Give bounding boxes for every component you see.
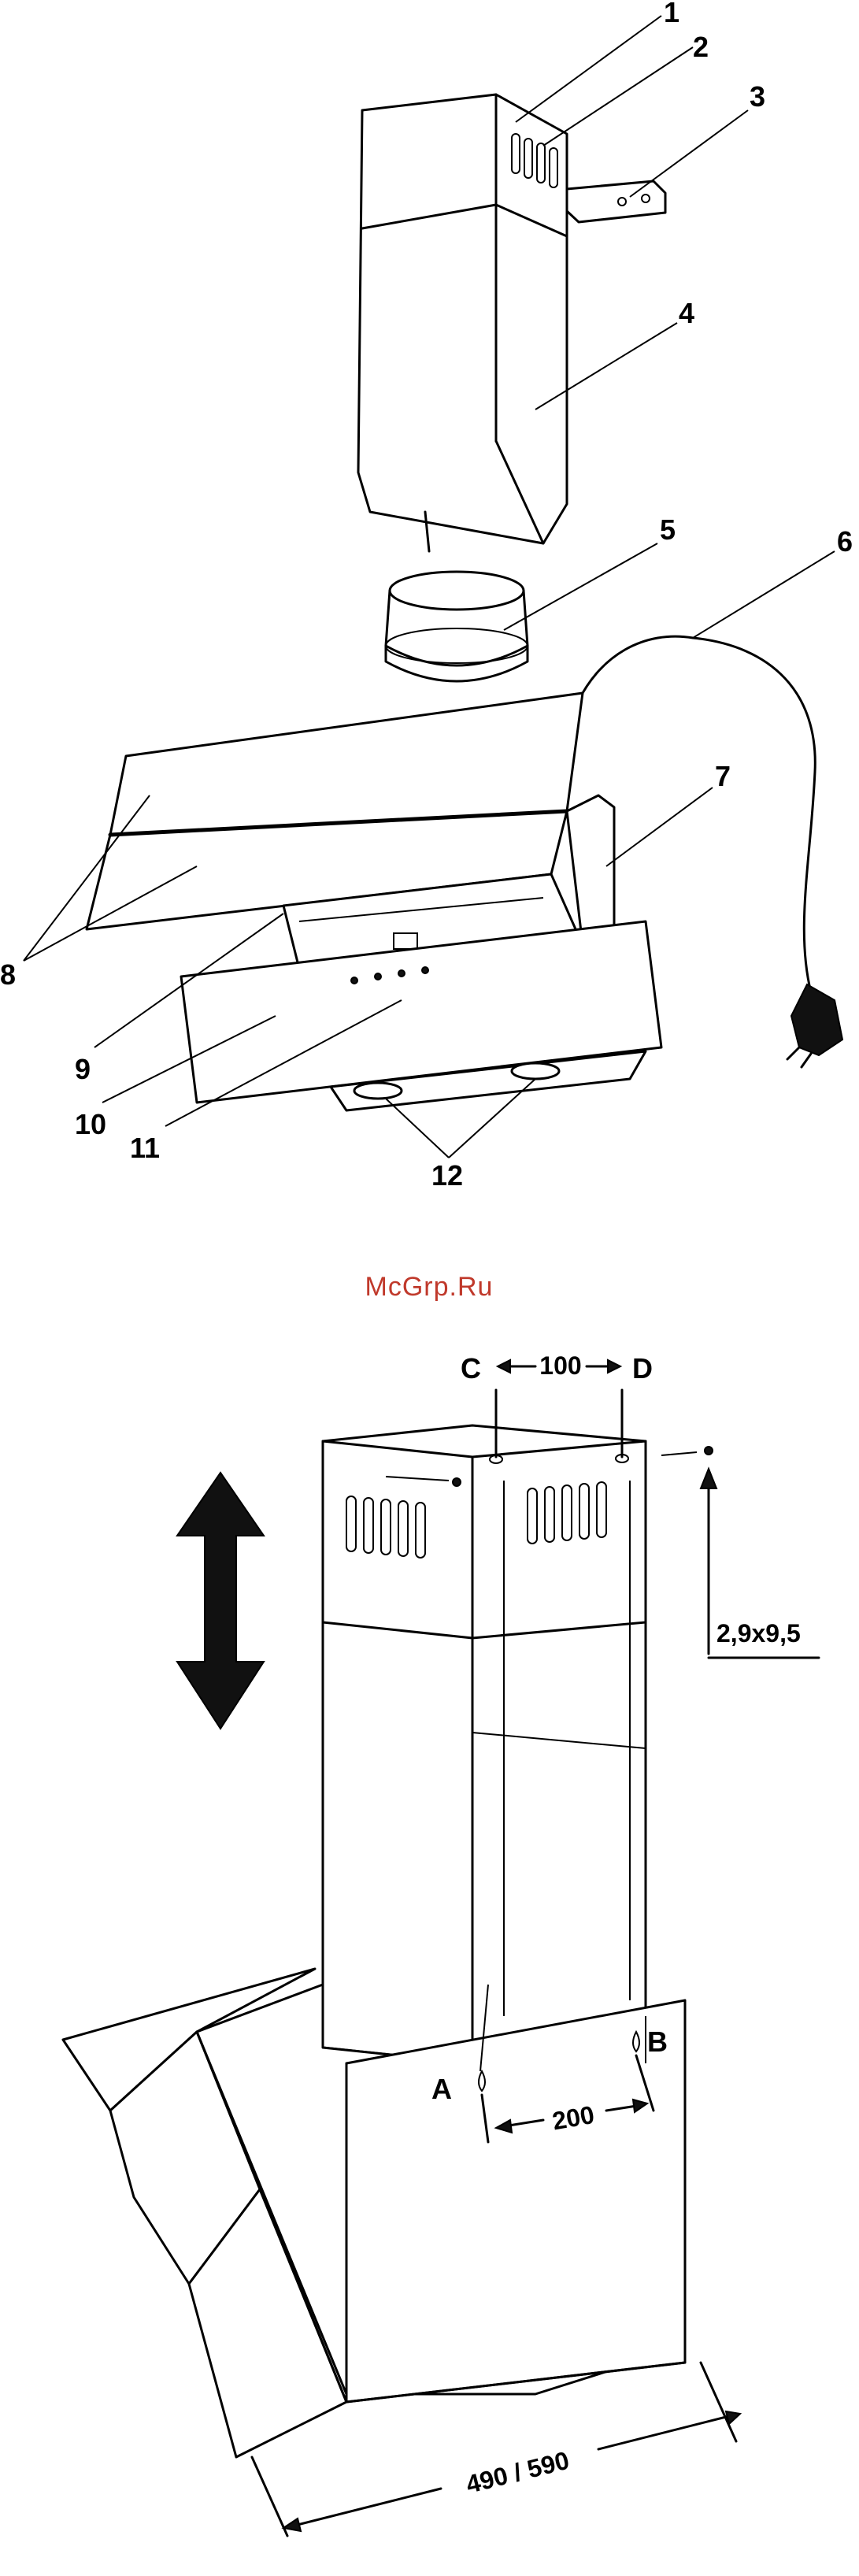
control-panel — [181, 921, 661, 1110]
point-c-label: C — [461, 1352, 481, 1384]
point-a-label: A — [431, 2073, 452, 2105]
screw-callout: 2,9x9,5 — [701, 1469, 819, 1658]
watermark-text: McGrp.Ru — [365, 1272, 494, 1302]
part-label-1: 1 — [664, 0, 679, 28]
point-b-label: B — [647, 2026, 668, 2058]
part-label-10: 10 — [75, 1108, 106, 1140]
part-label-4: 4 — [679, 297, 694, 329]
part-label-12: 12 — [431, 1159, 463, 1192]
screw-size-label: 2,9x9,5 — [716, 1619, 801, 1648]
adjust-height-arrow-icon — [177, 1473, 264, 1729]
exploded-view: 1 2 3 4 5 6 7 8 9 10 11 12 — [0, 0, 853, 1192]
telescopic-chimney — [323, 1425, 713, 2063]
width-options-value: 490 / 590 — [463, 2446, 572, 2499]
part-label-11: 11 — [130, 1132, 160, 1164]
chimney-cover — [358, 95, 567, 551]
installation-view: C D 100 2,9x9,5 — [63, 1351, 819, 2536]
part-label-3: 3 — [750, 80, 765, 113]
dim-cd-value: 100 — [539, 1351, 581, 1380]
part-label-2: 2 — [693, 31, 709, 63]
air-flange — [386, 572, 528, 681]
part-label-6: 6 — [837, 525, 853, 558]
point-d-label: D — [632, 1352, 653, 1384]
part-label-7: 7 — [715, 760, 731, 792]
part-label-9: 9 — [75, 1053, 91, 1085]
wall-bracket — [567, 181, 665, 222]
part-label-8: 8 — [0, 958, 16, 991]
part-label-5: 5 — [660, 513, 676, 546]
